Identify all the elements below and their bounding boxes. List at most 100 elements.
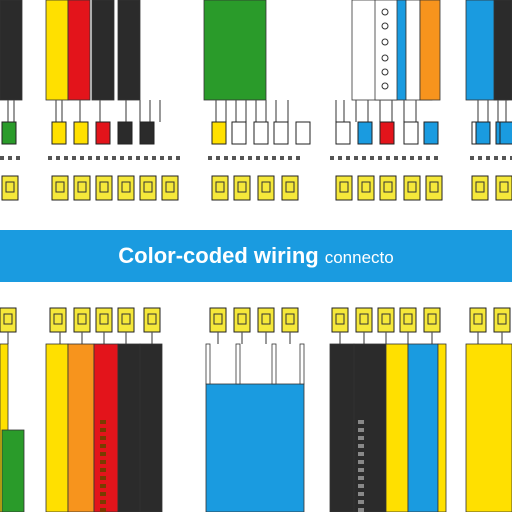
terminal-block	[355, 307, 373, 333]
banner-title-light: connecto	[324, 248, 394, 267]
dash-mark	[378, 156, 382, 160]
terminal-block	[493, 307, 511, 333]
connector-pin	[95, 121, 111, 145]
dash-mark	[502, 156, 506, 160]
dash-mark	[470, 156, 474, 160]
terminal-block	[357, 175, 375, 201]
terminal-block	[331, 307, 349, 333]
dash-mark	[0, 156, 4, 160]
dash-mark	[64, 156, 68, 160]
dash-mark	[168, 156, 172, 160]
dash-mark	[88, 156, 92, 160]
dash-mark	[16, 156, 20, 160]
dash-mark	[240, 156, 244, 160]
terminal-screw	[143, 181, 153, 193]
terminal-block	[49, 307, 67, 333]
terminal-screw	[261, 313, 271, 325]
terminal-block	[425, 175, 443, 201]
bottom-terminal-group	[0, 307, 511, 344]
top-wire-group	[0, 0, 512, 101]
terminal-screw	[237, 181, 247, 193]
dash-mark	[426, 156, 430, 160]
terminal-screw	[499, 181, 509, 193]
terminal-block	[377, 307, 395, 333]
wire-marking	[100, 500, 106, 504]
terminal-block	[471, 175, 489, 201]
terminal-block	[95, 175, 113, 201]
connector-pin	[1, 121, 17, 145]
top-pin-group	[1, 121, 512, 145]
connector-pin	[403, 121, 419, 145]
terminal-screw	[237, 313, 247, 325]
wire-marking	[100, 436, 106, 440]
terminal-screw	[381, 313, 391, 325]
terminal-screw	[339, 181, 349, 193]
wire-marking	[100, 476, 106, 480]
wire-marking	[381, 38, 389, 46]
wire-marking	[381, 22, 389, 30]
bottom-wire	[205, 383, 305, 512]
wire-marking	[100, 508, 106, 512]
terminal-screw	[361, 181, 371, 193]
top-wire	[67, 0, 91, 101]
wire-marking	[381, 8, 389, 16]
terminal-block	[161, 175, 179, 201]
connector-pin	[357, 121, 373, 145]
dash-mark	[410, 156, 414, 160]
dash-mark	[56, 156, 60, 160]
wire-marking	[358, 436, 364, 440]
bottom-wire	[407, 343, 439, 512]
terminal-block	[0, 307, 17, 333]
wire-marking	[100, 468, 106, 472]
wire-marking	[358, 444, 364, 448]
lead-wire	[235, 343, 241, 385]
connector-pin	[231, 121, 247, 145]
wire-marking	[358, 420, 364, 424]
terminal-screw	[261, 181, 271, 193]
connector-pin	[117, 121, 133, 145]
bottom-wire	[0, 343, 9, 512]
dash-mark	[80, 156, 84, 160]
terminal-block	[257, 307, 275, 333]
terminal-screw	[475, 181, 485, 193]
terminal-screw	[429, 181, 439, 193]
connector-pin	[253, 121, 269, 145]
wire-marking	[100, 484, 106, 488]
terminal-block	[281, 307, 299, 333]
terminal-block	[1, 175, 19, 201]
dash-mark	[8, 156, 12, 160]
bottom-wire	[67, 343, 95, 512]
dash-mark	[112, 156, 116, 160]
terminal-block	[403, 175, 421, 201]
dash-mark	[338, 156, 342, 160]
connector-pin	[73, 121, 89, 145]
dash-mark	[494, 156, 498, 160]
dash-mark	[354, 156, 358, 160]
connector-pin	[423, 121, 439, 145]
terminal-screw	[335, 313, 345, 325]
dash-mark	[176, 156, 180, 160]
terminal-block	[495, 175, 512, 201]
dash-mark	[248, 156, 252, 160]
wire-marking	[100, 492, 106, 496]
terminal-screw	[359, 313, 369, 325]
terminal-screw	[77, 313, 87, 325]
lead-wire	[271, 343, 277, 385]
terminal-block	[139, 175, 157, 201]
top-wire	[91, 0, 115, 101]
terminal-screw	[285, 313, 295, 325]
dash-mark	[72, 156, 76, 160]
connector-pin	[475, 121, 491, 145]
wire-marking	[100, 444, 106, 448]
bottom-wire	[117, 343, 141, 512]
terminal-screw	[407, 181, 417, 193]
dash-mark	[510, 156, 512, 160]
wire-marking	[100, 460, 106, 464]
terminal-screw	[99, 313, 109, 325]
terminal-screw	[55, 181, 65, 193]
terminal-screw	[121, 313, 131, 325]
dash-mark	[346, 156, 350, 160]
dash-mark	[272, 156, 276, 160]
terminal-screw	[3, 313, 13, 325]
